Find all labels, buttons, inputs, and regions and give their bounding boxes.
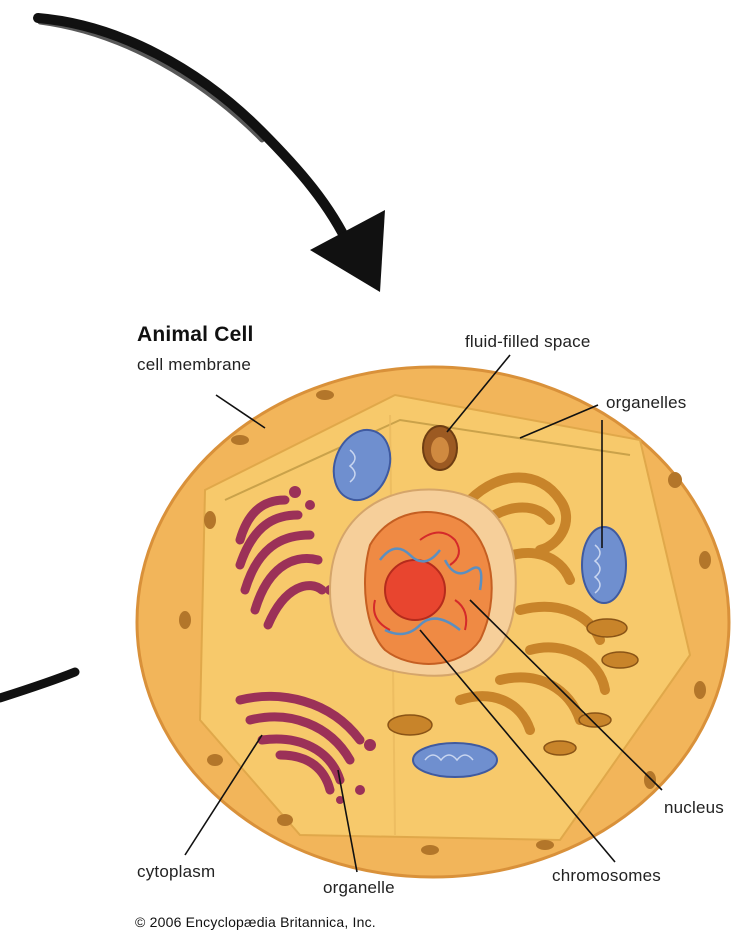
copyright-credit: © 2006 Encyclopædia Britannica, Inc.: [135, 914, 376, 930]
nucleolus: [385, 560, 445, 620]
label-fluid-filled-space: fluid-filled space: [465, 332, 591, 352]
label-organelle: organelle: [323, 878, 395, 898]
top-drawn-arrow: [38, 18, 385, 292]
label-cell-membrane: cell membrane: [137, 355, 251, 375]
left-drawn-arrow: [0, 672, 75, 698]
label-organelles: organelles: [606, 393, 686, 413]
diagram-title: Animal Cell: [137, 323, 254, 347]
label-nucleus: nucleus: [664, 798, 724, 818]
label-cytoplasm: cytoplasm: [137, 862, 215, 882]
label-chromosomes: chromosomes: [552, 866, 661, 886]
cell-illustration: [137, 367, 729, 877]
